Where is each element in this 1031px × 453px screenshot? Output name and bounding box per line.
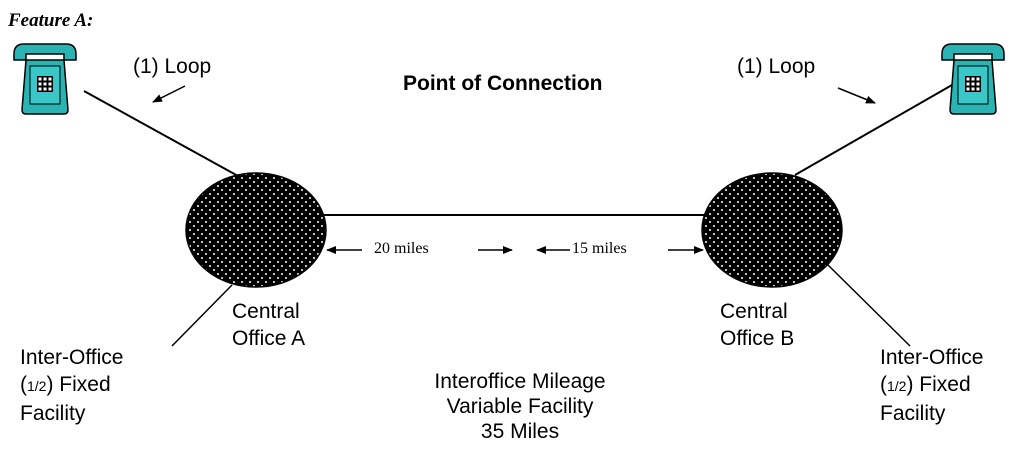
loop-label-right: (1) Loop (737, 55, 816, 78)
fraction-left: 1/2 (27, 378, 47, 394)
central-office-b-icon (701, 172, 843, 288)
loop-arrow-right (837, 87, 876, 104)
inter-office-right-line2: (1/2) Fixed (880, 373, 971, 396)
inter-office-pointer-right (827, 264, 911, 347)
loop-line-left (83, 90, 239, 177)
fraction-right: 1/2 (887, 378, 907, 394)
central-office-b-line2: Office B (720, 327, 795, 350)
interoffice-mileage-line2: Variable Facility (446, 395, 594, 418)
central-office-b-line1: Central (720, 300, 788, 323)
central-office-a-icon (185, 172, 327, 288)
loop-line-right (794, 84, 953, 176)
loop-label-left: (1) Loop (133, 55, 212, 78)
distance-label-left: 20 miles (374, 240, 429, 257)
interoffice-mileage-line1: Interoffice Mileage (434, 370, 606, 393)
telephone-icon-left (13, 43, 77, 115)
interoffice-mileage-label: Interoffice Mileage Variable Facility 35… (400, 369, 640, 444)
inter-office-label-right: Inter-Office (1/2) Fixed Facility (880, 344, 983, 427)
telephone-icon-right (941, 43, 1005, 115)
inter-office-left-line3: Facility (20, 402, 86, 425)
central-office-a-line2: Office A (232, 327, 306, 350)
inter-office-right-line1: Inter-Office (880, 346, 984, 369)
inter-office-left-line1: Inter-Office (20, 346, 124, 369)
loop-arrow-left (152, 85, 186, 103)
inter-office-label-left: Inter-Office (1/2) Fixed Facility (20, 344, 123, 427)
central-office-a-label: Central Office A (232, 298, 305, 352)
distance-label-right: 15 miles (572, 240, 627, 257)
inter-office-left-line2: (1/2) Fixed (20, 373, 111, 396)
central-office-b-label: Central Office B (720, 298, 794, 352)
inter-office-pointer-left (171, 284, 233, 347)
point-of-connection-label: Point of Connection (403, 72, 603, 95)
central-office-a-line1: Central (232, 300, 300, 323)
inter-office-right-line3: Facility (880, 402, 946, 425)
interoffice-mileage-line3: 35 Miles (480, 420, 560, 443)
diagram-title: Feature A: (8, 10, 94, 31)
